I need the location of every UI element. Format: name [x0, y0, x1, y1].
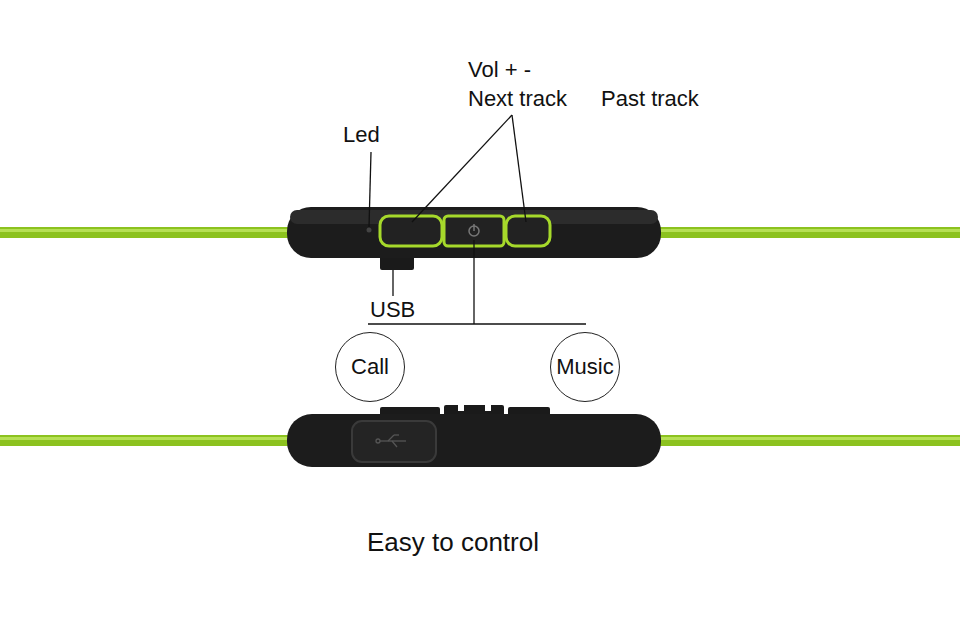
- usb-symbol: [376, 435, 406, 447]
- leader-line: [412, 115, 512, 222]
- led: [367, 228, 372, 233]
- power-icon: [473, 224, 475, 231]
- leader-line: [369, 152, 371, 227]
- part-label: USB: [370, 297, 415, 323]
- remote-body: [287, 414, 661, 467]
- button-gap: [458, 405, 464, 411]
- leader-line: [392, 270, 393, 296]
- mode-circle: Call: [335, 332, 405, 402]
- bracket-line: [368, 323, 586, 324]
- mode-circle: Music: [550, 332, 620, 402]
- usb-cover: [352, 421, 436, 462]
- button-function-label: Vol + -: [468, 57, 531, 83]
- mode-label: Music: [556, 354, 613, 380]
- mode-label: Call: [351, 354, 389, 380]
- volume-up-button: [506, 216, 550, 246]
- caption: Easy to control: [367, 527, 539, 557]
- button-gap: [485, 405, 491, 411]
- volume-down-button: [380, 216, 442, 246]
- button-function-label: Next track: [468, 86, 567, 112]
- leader-line: [512, 115, 526, 222]
- leader-line: [473, 240, 474, 324]
- part-label: Led: [343, 122, 380, 148]
- button-function-label: Past track: [601, 86, 699, 112]
